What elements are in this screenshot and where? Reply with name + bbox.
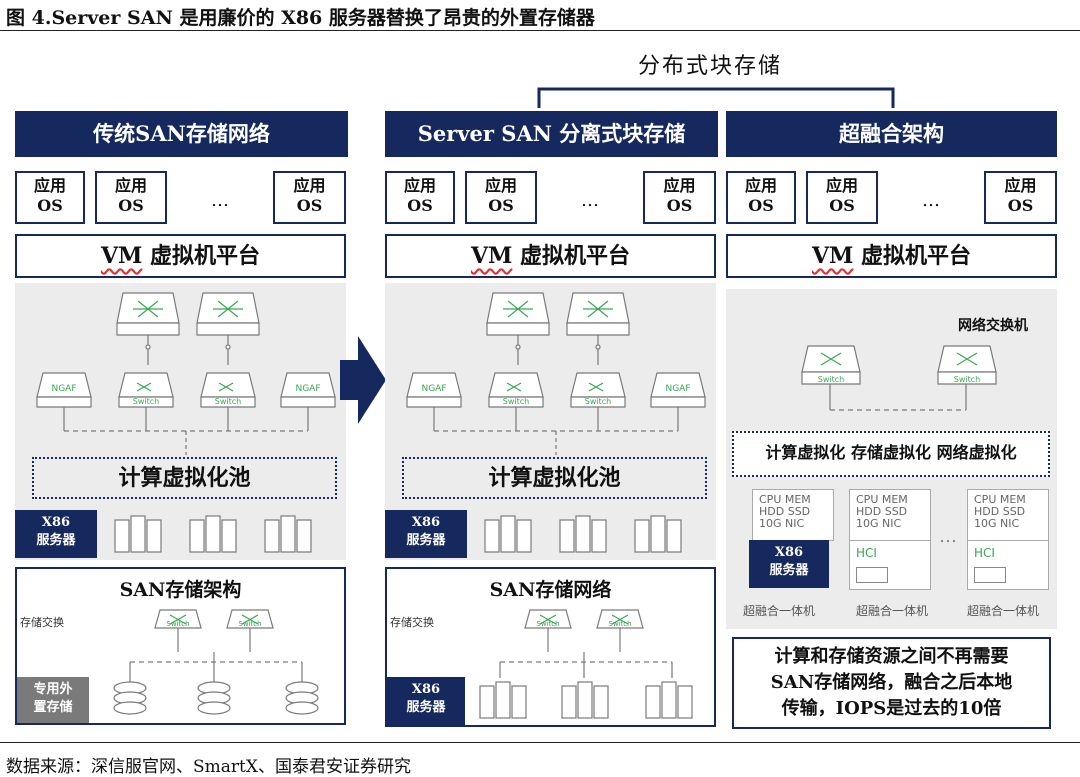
server-icons bbox=[114, 515, 312, 553]
storage-title: SAN存储架构 bbox=[119, 579, 242, 601]
switch-label: Switch bbox=[536, 620, 559, 628]
hci-appliance: HCI bbox=[849, 540, 931, 590]
ellipsis: … bbox=[211, 190, 229, 211]
group-bracket bbox=[537, 87, 895, 108]
switch-label: Switch bbox=[503, 397, 529, 406]
switch-label: Switch bbox=[585, 397, 611, 406]
switch-label: Switch bbox=[954, 375, 980, 384]
network-diagram: NGAF NGAF Switch Switch bbox=[406, 292, 706, 455]
switch-label: Switch bbox=[818, 375, 844, 384]
appliance-label: 超融合一体机 bbox=[856, 604, 929, 618]
appliance-label: 超融合一体机 bbox=[743, 604, 816, 618]
vm-platform: VM 虚拟机平台 bbox=[726, 234, 1057, 278]
vm-platform: VM 虚拟机平台 bbox=[15, 234, 346, 278]
appliance-label: 超融合一体机 bbox=[967, 604, 1040, 618]
source-rule bbox=[0, 742, 1080, 743]
ellipsis: … bbox=[922, 190, 940, 211]
hci-appliance: HCI bbox=[967, 540, 1049, 590]
ngaf-label: NGAF bbox=[295, 384, 320, 394]
column-header-traditional: 传统SAN存储网络 bbox=[15, 111, 348, 157]
hci-network-diagram: Switch Switch bbox=[801, 345, 997, 411]
data-source: 数据来源：深信服官网、SmartX、国泰君安证券研究 bbox=[6, 757, 411, 777]
storage-diagram: Switch Switch bbox=[479, 609, 693, 719]
vm-platform: VM 虚拟机平台 bbox=[385, 234, 716, 278]
ngaf-label: NGAF bbox=[421, 384, 446, 394]
figure-title: 图 4.Server SAN 是用廉价的 X86 服务器替换了昂贵的外置存储器 bbox=[6, 7, 595, 29]
ngaf-label: NGAF bbox=[665, 384, 690, 394]
server-icons bbox=[484, 515, 682, 553]
compute-pool: 计算虚拟化池 bbox=[32, 457, 337, 499]
transition-arrow-icon bbox=[340, 336, 386, 424]
storage-title: SAN存储网络 bbox=[489, 579, 612, 601]
title-rule bbox=[0, 30, 1080, 31]
dedicated-storage-tag: 专用外置存储 bbox=[17, 677, 89, 723]
network-diagram: NGAF NGAF Switch Switch bbox=[36, 292, 336, 455]
storage-switch-label: 存储交换 bbox=[20, 616, 64, 629]
hci-note: 计算和存储资源之间不再需要 SAN存储网络，融合之后本地 传输，IOPS是过去的… bbox=[732, 637, 1051, 729]
ellipsis: … bbox=[939, 526, 957, 547]
switch-label: Switch bbox=[238, 620, 261, 628]
column-header-hyperconverged: 超融合架构 bbox=[726, 111, 1057, 157]
ellipsis: … bbox=[581, 190, 599, 211]
switch-label: Switch bbox=[608, 620, 631, 628]
switch-label: Switch bbox=[133, 397, 159, 406]
ngaf-label: NGAF bbox=[51, 384, 76, 394]
storage-diagram: Switch Switch bbox=[113, 609, 319, 715]
switch-label: Switch bbox=[166, 620, 189, 628]
storage-switch-label: 存储交换 bbox=[390, 616, 434, 629]
switch-label: Switch bbox=[215, 397, 241, 406]
column-header-server-san: Server SAN 分离式块存储 bbox=[385, 111, 718, 157]
virtualization-layer: 计算虚拟化 存储虚拟化 网络虚拟化 bbox=[732, 431, 1050, 477]
network-switch-label: 网络交换机 bbox=[958, 318, 1028, 334]
group-label: 分布式块存储 bbox=[637, 54, 782, 79]
compute-pool: 计算虚拟化池 bbox=[402, 457, 707, 499]
